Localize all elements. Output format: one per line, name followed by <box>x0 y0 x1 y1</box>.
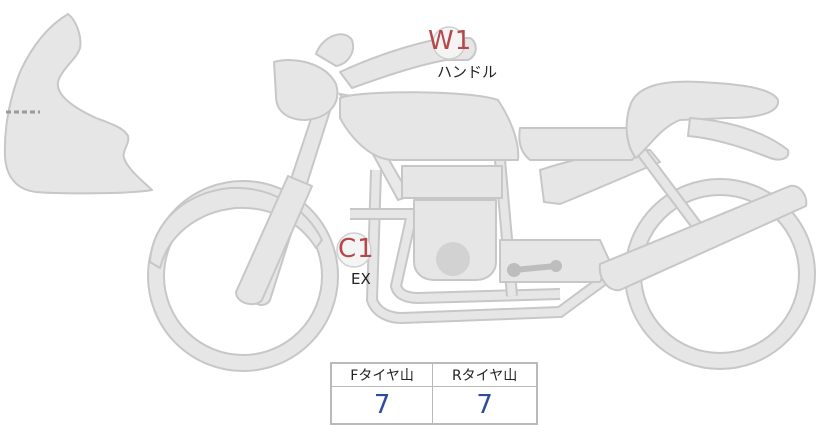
marker-c1-code: C1 <box>338 234 375 264</box>
front-tire-header: Fタイヤ山 <box>330 362 434 387</box>
front-fairing <box>3 13 153 195</box>
fuel-tank <box>339 91 520 161</box>
headlight <box>273 59 339 121</box>
engine-head <box>401 165 503 199</box>
fork-lower <box>235 175 313 306</box>
rear-tire-value: 7 <box>432 386 538 425</box>
engine-block <box>413 199 497 281</box>
marker-w1-code: W1 <box>428 26 473 56</box>
footpeg <box>507 260 562 277</box>
marker-c1-label: EX <box>351 270 371 288</box>
front-tire-value: 7 <box>330 386 434 425</box>
marker-w1-ring <box>432 26 466 60</box>
rear-tire-header: Rタイヤ山 <box>432 362 538 387</box>
swingarm <box>598 184 808 292</box>
seat <box>518 127 639 161</box>
instrument-cluster <box>315 33 354 67</box>
tail-cowl <box>687 117 790 161</box>
marker-w1-label: ハンドル <box>437 63 498 81</box>
marker-c1-ring <box>336 232 372 268</box>
tire-tread-table: Fタイヤ山 Rタイヤ山 7 7 <box>330 362 538 425</box>
rear-seat <box>625 80 780 159</box>
engine-cover <box>436 242 470 276</box>
